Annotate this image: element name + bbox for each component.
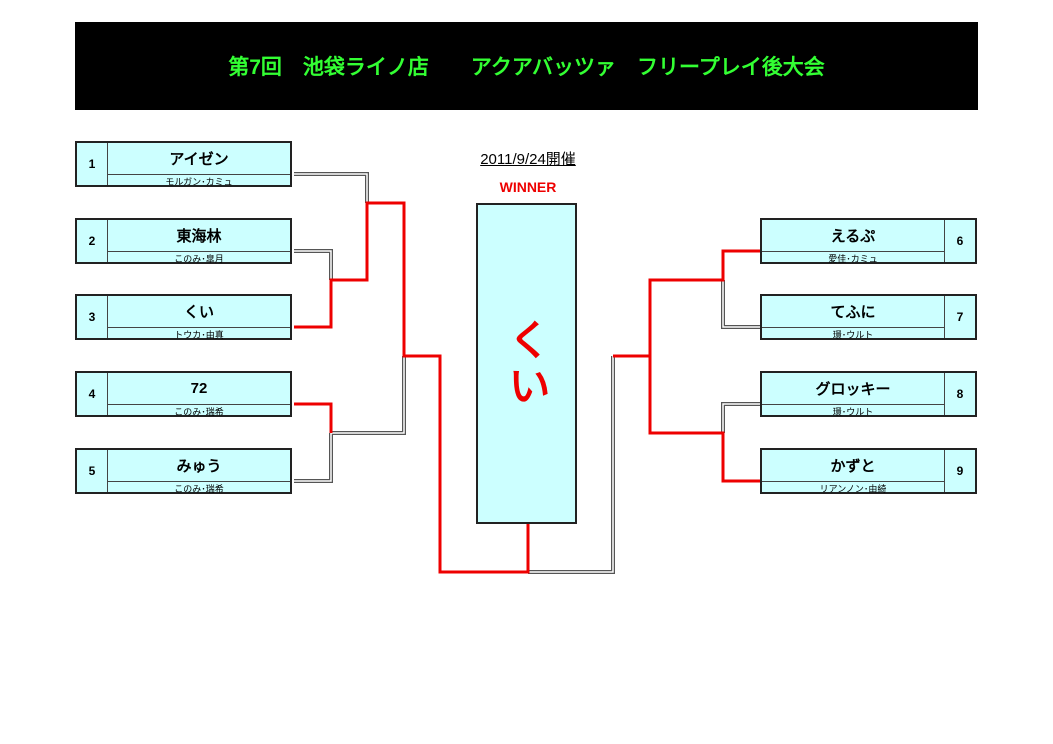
seed-number: 3 bbox=[77, 296, 108, 338]
characters: 環･ウルト bbox=[832, 329, 874, 340]
player-name: グロッキー bbox=[762, 373, 944, 405]
seed-number: 1 bbox=[77, 143, 108, 185]
player-name: かずと bbox=[762, 450, 944, 482]
characters: このみ･皐月 bbox=[174, 253, 224, 264]
seed-number: 5 bbox=[77, 450, 108, 492]
player-name: えるぷ bbox=[762, 220, 944, 252]
characters: 環･ウルト bbox=[832, 406, 874, 417]
player-name: アイゼン bbox=[108, 143, 290, 175]
winner-name: くい bbox=[503, 317, 550, 410]
seed-number: 8 bbox=[944, 373, 975, 415]
seed-number: 7 bbox=[944, 296, 975, 338]
win-lines bbox=[294, 201, 760, 574]
player-name: 72 bbox=[108, 373, 290, 405]
characters: リアンノン･由綺 bbox=[819, 483, 887, 494]
characters: このみ･瑞希 bbox=[174, 483, 224, 494]
characters: モルガン･カミュ bbox=[165, 176, 233, 187]
player-name: みゅう bbox=[108, 450, 290, 482]
characters: このみ･瑞希 bbox=[174, 406, 224, 417]
player-name: てふに bbox=[762, 296, 944, 328]
characters: トウカ･由真 bbox=[174, 329, 224, 340]
seed-number: 9 bbox=[944, 450, 975, 492]
player-name: くい bbox=[108, 296, 290, 328]
player-name: 東海林 bbox=[108, 220, 290, 252]
winner-box: くい bbox=[476, 203, 577, 524]
tournament-title: 第7回 池袋ライノ店 アクアバッツァ フリープレイ後大会 bbox=[75, 22, 978, 110]
seed-number: 6 bbox=[944, 220, 975, 262]
characters: 愛佳･カミュ bbox=[828, 253, 878, 264]
event-date: 2011/9/24開催 bbox=[480, 151, 576, 168]
seed-number: 4 bbox=[77, 373, 108, 415]
seed-number: 2 bbox=[77, 220, 108, 262]
winner-label: WINNER bbox=[499, 179, 557, 195]
